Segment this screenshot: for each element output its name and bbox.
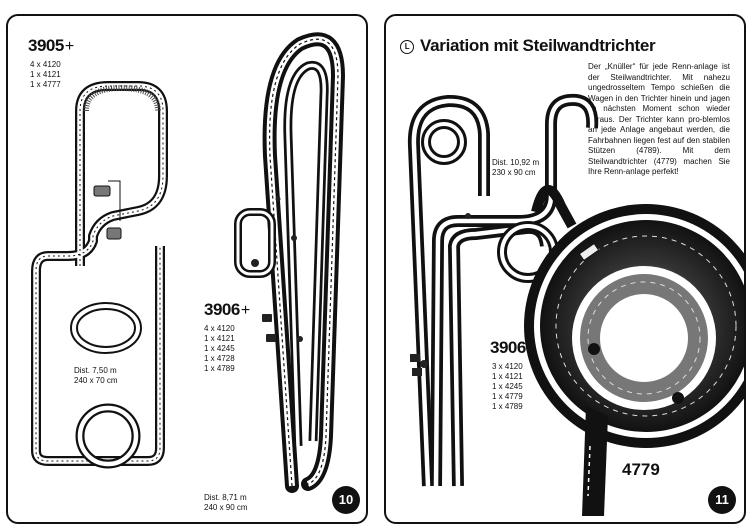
track-layout-3906-funnel-variant — [407, 93, 599, 487]
set-3906-distance: Dist. 8,71 m 240 x 90 cm — [204, 493, 248, 512]
set-3905-title: 3905+ — [28, 36, 74, 55]
layout-distance: Dist. 10,92 m 230 x 90 cm — [492, 158, 540, 177]
left-page: 3905+ 4 x 4120 1 x 4121 1 x 4777 — [6, 14, 368, 524]
set-3905-parts: 4 x 4120 1 x 4121 1 x 4777 — [30, 60, 61, 89]
page-number-10: 10 — [332, 486, 360, 514]
funnel-part-label: 4779 — [622, 460, 660, 479]
track-layout-3906-long — [234, 32, 346, 493]
set-3906-funnel-parts: 3 x 4120 1 x 4121 1 x 4245 1 x 4779 1 x … — [492, 362, 523, 411]
track-layout-3905 — [31, 81, 168, 469]
page-number-11: 11 — [708, 486, 736, 514]
set-3906-title: 3906+ — [204, 300, 250, 319]
section-marker-icon: L — [400, 39, 414, 54]
set-3906-parts: 4 x 4120 1 x 4121 1 x 4245 1 x 4728 1 x … — [204, 324, 235, 373]
description-text: Der „Knüller“ für jede Renn-anlage ist d… — [588, 62, 730, 176]
funnel-4779-illustration — [524, 204, 744, 516]
set-3905-distance: Dist. 7,50 m 240 x 70 cm — [74, 366, 118, 385]
